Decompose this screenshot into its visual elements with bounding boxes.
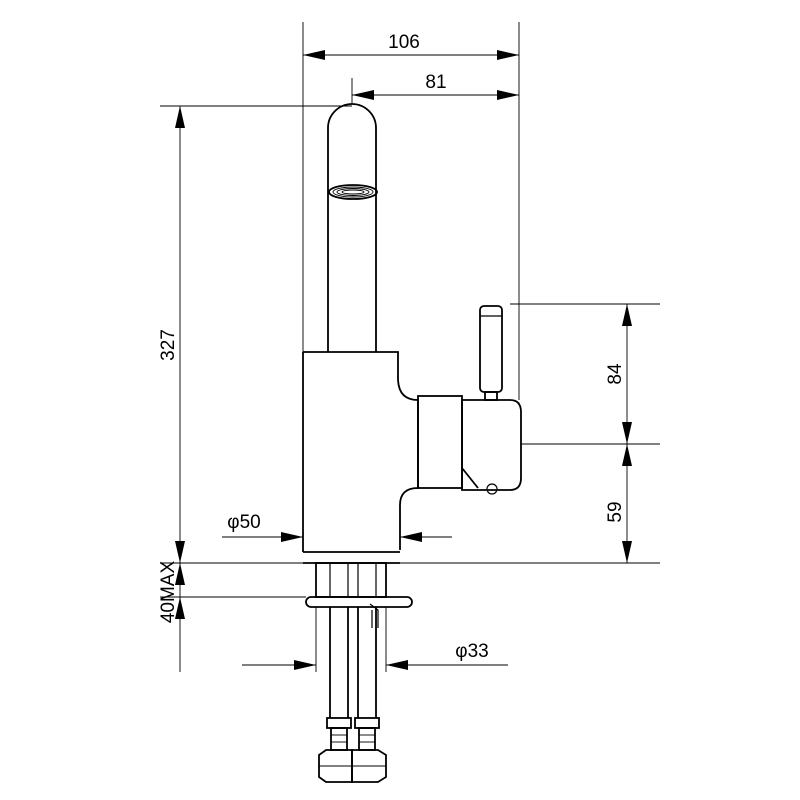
- aerator-mesh: [328, 184, 378, 200]
- mounting-hardware: [305, 562, 413, 628]
- label-spout-reach: 81: [425, 72, 446, 93]
- label-hole-diameter: φ33: [455, 641, 488, 662]
- label-total-height: 327: [158, 329, 179, 361]
- dimension-labels: 106 81 327 40MAX 84 59 φ50 φ33: [158, 32, 626, 662]
- faucet-outline: [302, 103, 522, 564]
- label-base-diameter: φ50: [227, 512, 260, 533]
- dimension-lines: [175, 50, 632, 672]
- supply-hoses: [318, 607, 387, 783]
- label-handle-axis-height: 59: [605, 501, 626, 522]
- label-overall-width: 106: [388, 32, 420, 53]
- label-mounting-thickness: 40MAX: [158, 561, 179, 624]
- label-handle-height: 84: [605, 363, 626, 385]
- extension-lines: [160, 22, 660, 598]
